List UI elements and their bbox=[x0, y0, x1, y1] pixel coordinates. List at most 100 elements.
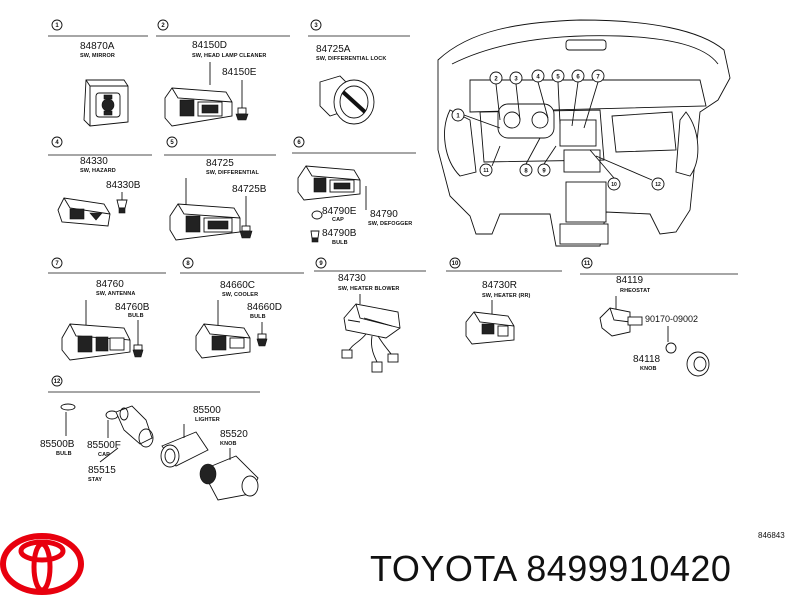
part-84660C-desc: SW, COOLER bbox=[222, 292, 258, 298]
heater-rr-switch-drawing bbox=[465, 311, 515, 345]
lighter-knob-drawing bbox=[199, 448, 259, 501]
head-lamp-cleaner-switch-drawing bbox=[164, 87, 233, 127]
part-84330-desc: SW, HAZARD bbox=[80, 168, 116, 174]
toyota-logo-vertical-ring bbox=[31, 541, 53, 593]
brand-part-number-caption: TOYOTA 8499910420 bbox=[370, 548, 732, 589]
part-84730-label: 84730 bbox=[338, 273, 366, 284]
section-1: 1 84870A SW, MIRROR bbox=[48, 19, 148, 127]
part-85500-label: 85500 bbox=[193, 405, 221, 416]
heater-blower-switch-drawing bbox=[341, 303, 401, 373]
svg-text:6: 6 bbox=[576, 75, 580, 81]
section-10: 10 84730R SW, HEATER (RR) bbox=[446, 257, 562, 345]
part-85500-desc: LIGHTER bbox=[195, 417, 220, 423]
part-84790E-desc: CAP bbox=[332, 217, 344, 223]
svg-text:10: 10 bbox=[611, 182, 617, 188]
section-8: 8 84660C SW, COOLER 84660D BULB bbox=[180, 257, 304, 359]
svg-text:9: 9 bbox=[542, 169, 546, 175]
section-9: 9 84730 SW, HEATER BLOWER bbox=[314, 257, 426, 373]
part-84790-label: 84790 bbox=[370, 209, 398, 220]
section-7-number: 7 bbox=[55, 261, 59, 267]
part-84660D-desc: BULB bbox=[250, 314, 266, 320]
section-2: 2 84150D SW, HEAD LAMP CLEANER 84150E bbox=[156, 19, 290, 127]
part-84725A-desc: SW, DIFFERENTIAL LOCK bbox=[316, 56, 386, 62]
part-84725B-label: 84725B bbox=[232, 184, 267, 195]
svg-text:7: 7 bbox=[596, 75, 600, 81]
mirror-switch-drawing bbox=[83, 79, 129, 127]
section-5-number-circle bbox=[166, 136, 178, 148]
part-84118-desc: KNOB bbox=[640, 366, 657, 372]
svg-text:8: 8 bbox=[524, 169, 528, 175]
reference-code: 846843 bbox=[758, 531, 785, 540]
part-85515-label: 85515 bbox=[88, 465, 116, 476]
part-85520-label: 85520 bbox=[220, 429, 248, 440]
cooler-switch-drawing bbox=[195, 323, 251, 359]
lighter-stay-drawing bbox=[115, 405, 154, 448]
section-8-number: 8 bbox=[186, 261, 190, 267]
antenna-switch-drawing bbox=[61, 323, 131, 361]
part-85500F-desc: CAP bbox=[98, 452, 110, 458]
overview-callout-1: 1 bbox=[451, 108, 465, 122]
part-84150D-label: 84150D bbox=[192, 40, 227, 51]
part-84870A-desc: SW, MIRROR bbox=[80, 53, 115, 59]
overview-callout-12: 12 bbox=[651, 177, 665, 191]
section-5-number: 5 bbox=[170, 140, 174, 146]
section-5: 5 84725 SW, DIFFERENTIAL 84725B bbox=[164, 136, 276, 241]
part-84725-label: 84725 bbox=[206, 158, 234, 169]
overview-callout-4: 4 bbox=[531, 69, 545, 83]
section-3: 3 84725A SW, DIFFERENTIAL LOCK bbox=[308, 19, 410, 125]
defogger-switch-drawing bbox=[297, 165, 361, 201]
part-84760B-desc: BULB bbox=[128, 313, 144, 319]
section-1-number-circle bbox=[51, 19, 63, 31]
part-84150E-label: 84150E bbox=[222, 67, 257, 78]
part-84790E-label: 84790E bbox=[322, 206, 357, 217]
part-85500B-label: 85500B bbox=[40, 439, 75, 450]
svg-text:12: 12 bbox=[655, 182, 661, 188]
section-11-number: 11 bbox=[584, 261, 591, 267]
section-4-number-circle bbox=[51, 136, 63, 148]
part-84730R-label: 84730R bbox=[482, 280, 517, 291]
bulb-84760B-drawing bbox=[132, 344, 144, 358]
part-85520-desc: KNOB bbox=[220, 441, 237, 447]
part-84330B-label: 84330B bbox=[106, 180, 141, 191]
vehicle-interior-overview: 1 2 3 4 5 6 7 8 9 10 11 12 bbox=[437, 19, 731, 247]
part-84870A-label: 84870A bbox=[80, 41, 115, 52]
overview-callout-7: 7 bbox=[591, 69, 605, 83]
part-85500F-label: 85500F bbox=[87, 440, 121, 451]
part-84119-label: 84119 bbox=[616, 275, 644, 286]
overview-leaders bbox=[463, 81, 653, 181]
svg-text:4: 4 bbox=[536, 75, 540, 81]
section-3-number: 3 bbox=[314, 23, 318, 29]
bulb-84660D-drawing bbox=[256, 333, 268, 347]
part-84790-desc: SW, DEFOGGER bbox=[368, 221, 412, 227]
lighter-socket-drawing bbox=[160, 424, 209, 468]
bulb-85500B-drawing bbox=[60, 403, 76, 411]
part-90170-09002-label: 90170-09002 bbox=[645, 314, 698, 324]
section-8-number-circle bbox=[182, 257, 194, 269]
section-6: 6 84790 SW, DEFOGGER 84790E CAP 84790B B… bbox=[292, 136, 416, 246]
overview-callout-6: 6 bbox=[571, 69, 585, 83]
part-84790B-desc: BULB bbox=[332, 240, 348, 246]
section-11: 11 84119 RHEOSTAT 90170-09002 84118 KNOB bbox=[580, 257, 738, 377]
knob-84118-drawing bbox=[686, 351, 710, 377]
overview-callout-8: 8 bbox=[519, 163, 533, 177]
part-84725A-label: 84725A bbox=[316, 44, 351, 55]
section-3-number-circle bbox=[310, 19, 322, 31]
section-12: 12 85500 LIGHTER 85520 KNOB 85500B BULB … bbox=[40, 375, 260, 501]
overview-callout-5: 5 bbox=[551, 69, 565, 83]
section-4: 4 84330 SW, HAZARD 84330B bbox=[48, 136, 152, 227]
overview-callout-3: 3 bbox=[509, 71, 523, 85]
part-84660C-label: 84660C bbox=[220, 280, 255, 291]
section-2-number-circle bbox=[157, 19, 169, 31]
section-1-number: 1 bbox=[55, 23, 59, 29]
part-85500B-desc: BULB bbox=[56, 451, 72, 457]
overview-callout-9: 9 bbox=[537, 163, 551, 177]
part-84118-label: 84118 bbox=[633, 354, 661, 365]
part-84760-label: 84760 bbox=[96, 279, 124, 290]
section-10-number-circle bbox=[449, 257, 461, 269]
part-84760-desc: SW, ANTENNA bbox=[96, 291, 135, 297]
differential-lock-switch-drawing bbox=[319, 75, 375, 125]
part-85515-desc: STAY bbox=[88, 477, 102, 483]
part-84330-label: 84330 bbox=[80, 156, 108, 167]
section-10-number: 10 bbox=[452, 261, 459, 267]
